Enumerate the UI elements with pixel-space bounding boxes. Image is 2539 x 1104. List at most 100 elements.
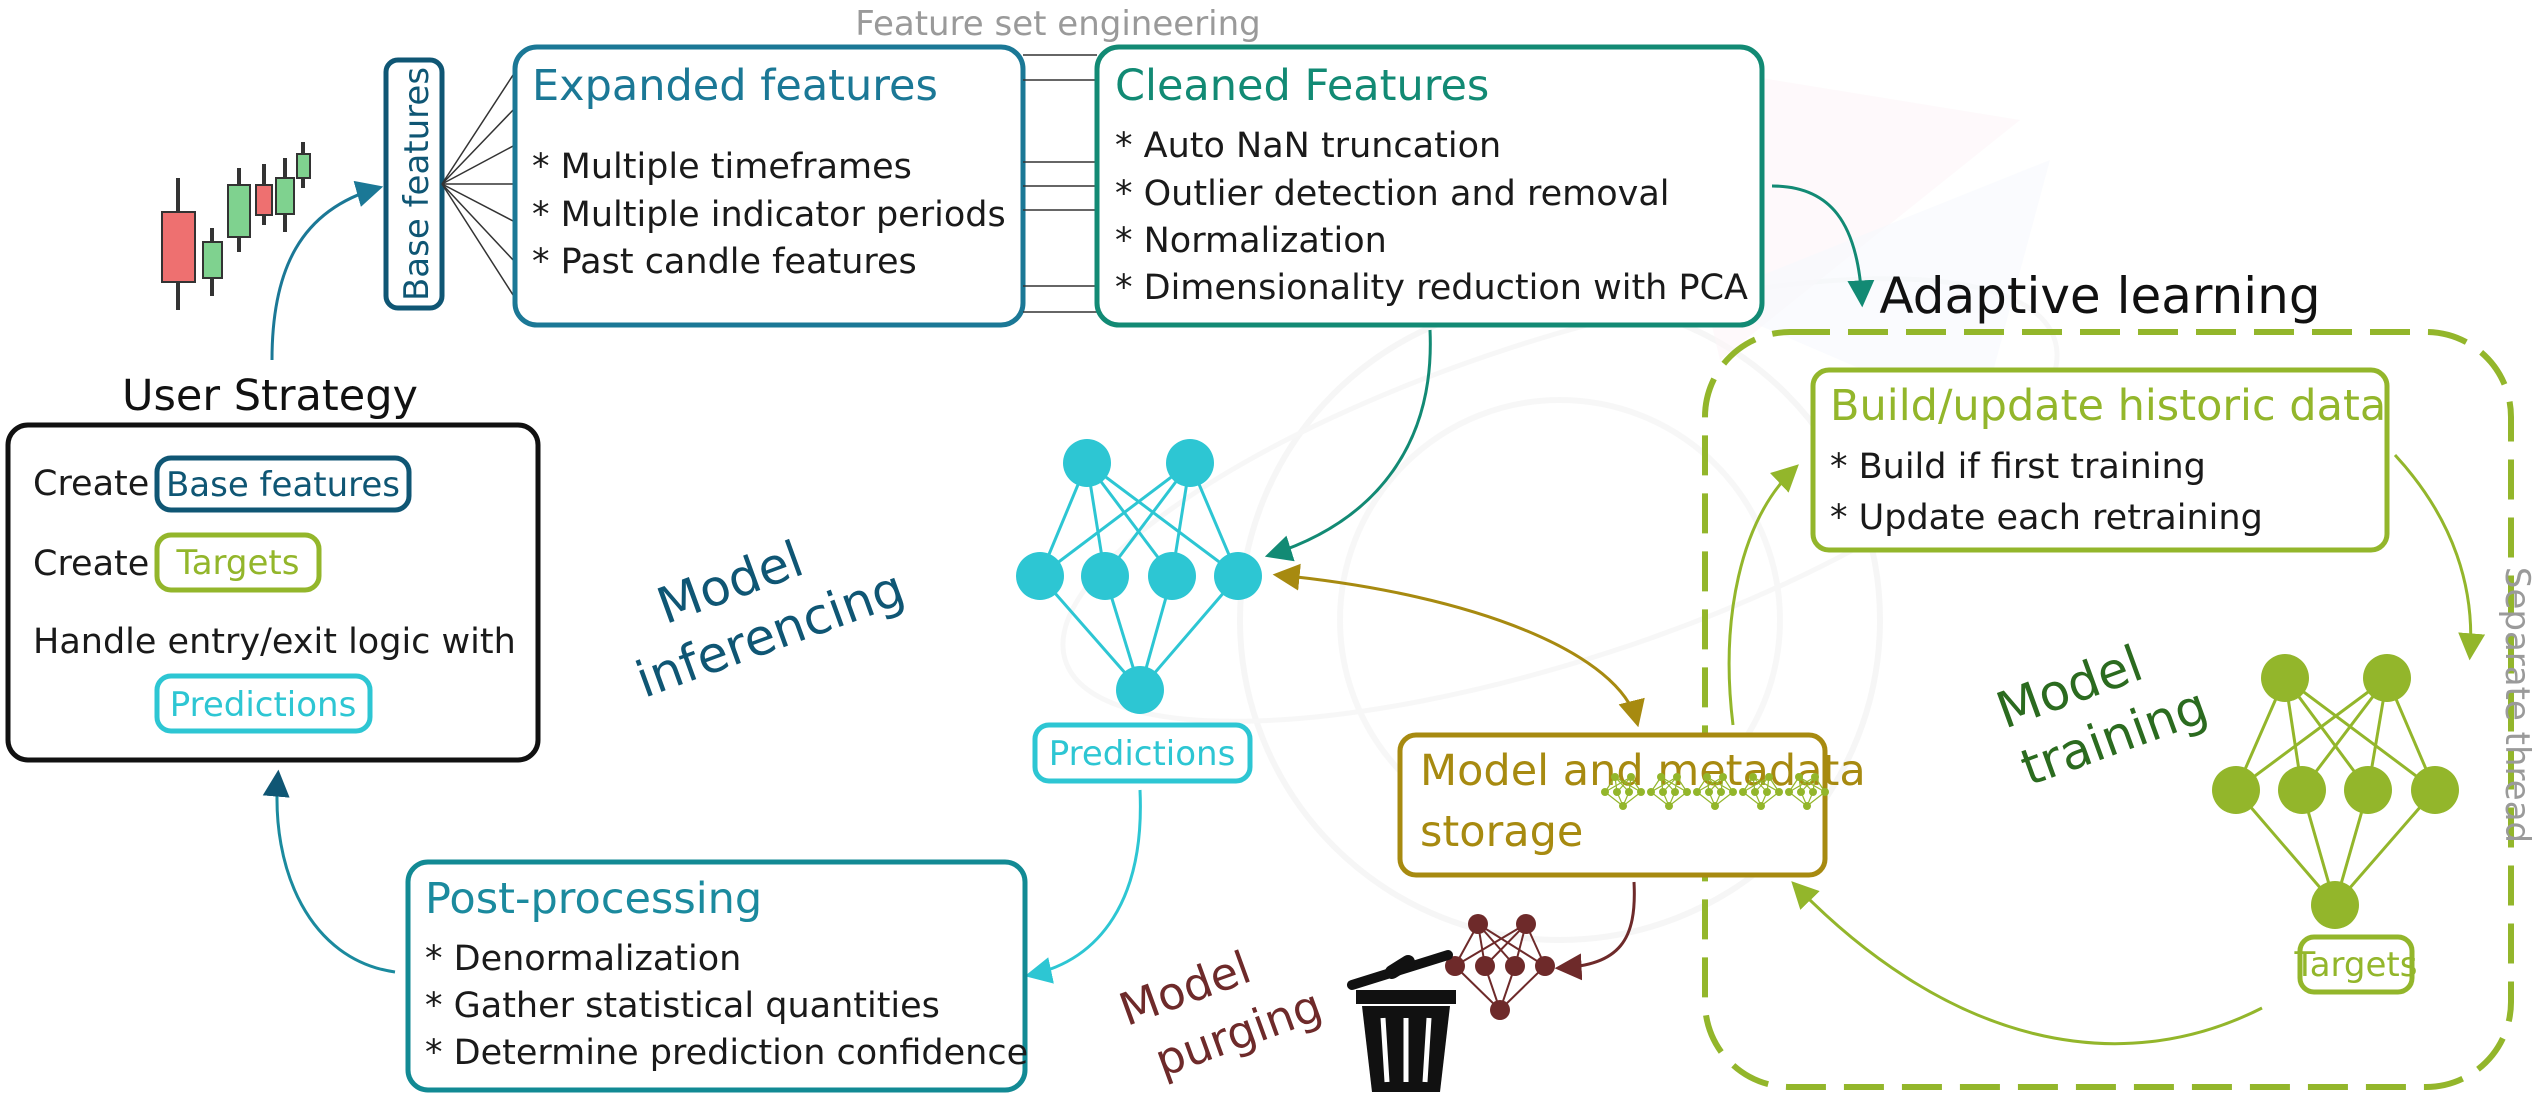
network-edge (1454, 923, 1527, 967)
network-edge (1138, 575, 1240, 691)
network-edge (1696, 776, 1724, 793)
predictions-tag-label: Predictions (170, 685, 357, 725)
build-update-title: Build/update historic data (1830, 381, 2386, 431)
network-node (1016, 552, 1064, 600)
training-to-build-arrow (1727, 464, 1799, 726)
separate-thread-label: Separate thread (2497, 567, 2537, 843)
predictions-output-box (1032, 722, 1253, 784)
network-node (1749, 773, 1757, 781)
network-node (1637, 788, 1645, 796)
base-features-tag (154, 455, 412, 513)
base-to-expanded-connectors (441, 71, 516, 299)
network-node (2344, 766, 2392, 814)
expanded-feature-item: * Multiple timeframes (532, 147, 912, 187)
network-node (1775, 788, 1783, 796)
network-node (1671, 788, 1679, 796)
network-node (1795, 773, 1803, 781)
network-node (1516, 914, 1536, 934)
network-edge (2234, 789, 2337, 906)
network-edge (1086, 461, 1239, 578)
cleaned-to-inference-arrow (1264, 329, 1432, 562)
network-node (1535, 956, 1555, 976)
network-node (1803, 802, 1811, 810)
post-processing-box (405, 859, 1028, 1093)
network-node (1445, 956, 1465, 976)
network-node (2261, 654, 2309, 702)
network-node (1757, 802, 1765, 810)
network-node (1673, 773, 1681, 781)
network-node (1811, 773, 1819, 781)
build-update-item: * Build if first training (1830, 447, 2206, 487)
predictions-tag (154, 673, 373, 734)
network-edge (1039, 461, 1191, 578)
network-edge (1788, 776, 1816, 793)
network-node (1657, 773, 1665, 781)
expanded-features-title: Expanded features (532, 61, 938, 111)
expanded-feature-item: * Past candle features (532, 242, 917, 282)
network-node (1809, 788, 1817, 796)
network-node (1063, 439, 1111, 487)
network-edge (1752, 776, 1780, 793)
build-update-box (1810, 367, 2390, 553)
network-node (1601, 788, 1609, 796)
feature-set-engineering-label: Feature set engineering (855, 4, 1261, 44)
cleaned-feature-item: * Dimensionality reduction with PCA (1115, 268, 1748, 308)
post-processing-item: * Determine prediction confidence (425, 1033, 1028, 1073)
stored-model-icon (1739, 773, 1783, 810)
expanded-to-cleaned-connectors (1023, 54, 1097, 313)
network-node (1625, 788, 1633, 796)
handle-logic-text: Handle entry/exit logic with (33, 622, 516, 662)
network-node (1659, 788, 1667, 796)
stored-model-icon (1601, 773, 1645, 810)
network-node (1116, 666, 1164, 714)
network-node (1711, 802, 1719, 810)
network-edge (1660, 776, 1688, 793)
post-processing-title: Post-processing (425, 874, 762, 924)
create-label: Create (33, 464, 149, 504)
network-node (1490, 1000, 1510, 1020)
stored-models-icons (1601, 773, 1829, 810)
network-node (1619, 802, 1627, 810)
network-node (1717, 788, 1725, 796)
network-node (1475, 956, 1495, 976)
network-node (1683, 788, 1691, 796)
build-to-training-arrow (2393, 453, 2486, 661)
build-update-item: * Update each retraining (1830, 498, 2263, 538)
network-node (1765, 773, 1773, 781)
network-edge (1038, 575, 1142, 691)
cleaned-features-title: Cleaned Features (1115, 61, 1489, 111)
user-strategy-title: User Strategy (122, 371, 418, 421)
storage-to-purge-arrow (1554, 881, 1636, 981)
targets-tag-label: Targets (176, 543, 300, 583)
model-purging-label-group: Model purging (1112, 941, 1328, 1088)
stored-model-icon (1693, 773, 1737, 810)
network-edge (1650, 776, 1678, 793)
post-processing-item: * Denormalization (425, 939, 741, 979)
base-features-label: Base features (397, 67, 437, 301)
network-node (1505, 956, 1525, 976)
targets-output-box (2297, 934, 2415, 995)
network-node (1739, 788, 1747, 796)
create-label: Create (33, 544, 149, 584)
cleaned-to-adaptive-arrow (1771, 184, 1875, 308)
stored-model-icon (1647, 773, 1691, 810)
postprocessing-to-strategy-arrow (262, 769, 396, 974)
candlestick-chart-icon (161, 142, 311, 310)
network-node (1647, 788, 1655, 796)
cleaned-features-box (1094, 44, 1765, 328)
purged-model-network-icon (1445, 914, 1555, 1020)
targets-tag (154, 532, 322, 593)
targets-output-label: Targets (2294, 945, 2418, 985)
network-node (1785, 788, 1793, 796)
model-storage-box (1397, 732, 1828, 878)
targets-to-storage-arrow (1791, 881, 2263, 1046)
trash-can-icon (1347, 950, 1456, 1092)
post-processing-item: * Gather statistical quantities (425, 986, 940, 1026)
network-edge (1614, 776, 1642, 793)
network-node (1081, 552, 1129, 600)
network-edge (2333, 789, 2437, 906)
network-node (1611, 773, 1619, 781)
network-edge (1454, 965, 1501, 1011)
expanded-feature-item: * Multiple indicator periods (532, 195, 1006, 235)
